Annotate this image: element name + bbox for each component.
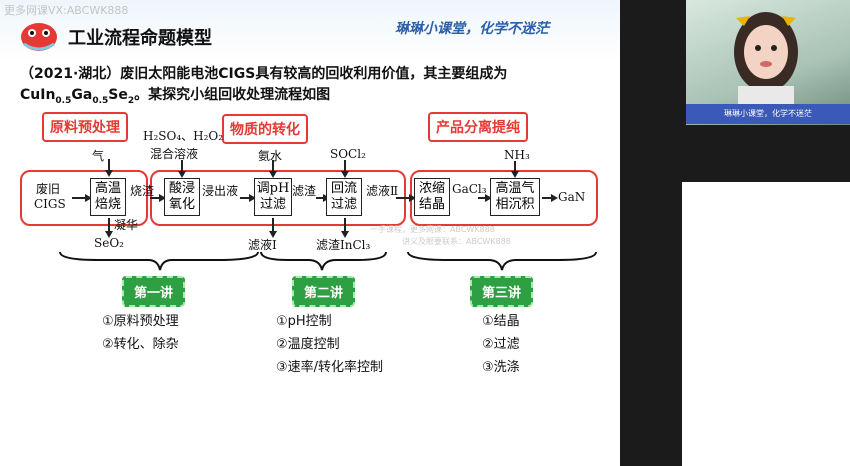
tag-raw-pretreatment: 原料预处理	[42, 112, 128, 142]
lecture-3-badge: 第三讲	[470, 276, 534, 307]
arrow	[240, 194, 256, 201]
label-gan: GaN	[558, 190, 586, 204]
lecture-3-list: ①结晶 ②过滤 ③洗涤	[482, 310, 520, 379]
list-item: ①原料预处理	[102, 314, 179, 329]
box-vapor-deposition: 高温气相沉积	[490, 178, 540, 216]
list-item: ①pH控制	[276, 314, 332, 329]
list-item: ②温度控制	[276, 337, 340, 352]
reagent-socl2: SOCl₂	[330, 147, 366, 161]
down-arrow	[105, 159, 112, 177]
tag-separation: 产品分离提纯	[428, 112, 528, 142]
label-gacl3: GaCl₃	[452, 182, 487, 196]
problem-line-2: CuIn0.5Ga0.5Se2。某探究小组回收处理流程如图	[20, 87, 331, 106]
start-label-2: CIGS	[34, 197, 66, 211]
arrow	[396, 194, 416, 201]
webcam-banner: 琳琳小课堂，化学不迷茫	[686, 104, 850, 124]
list-item: ③速率/转化率控制	[276, 360, 384, 375]
down-arrow	[341, 218, 348, 238]
problem-line-1: （2021·湖北）废旧太阳能电池CIGS具有较高的回收利用价值，其主要组成为	[20, 66, 508, 82]
arrow	[478, 194, 492, 201]
problem-statement: （2021·湖北）废旧太阳能电池CIGS具有较高的回收利用价值，其主要组成为 C…	[20, 64, 610, 112]
reagent-ammonia: 氨水	[258, 149, 283, 163]
reagent-nh3: NH₃	[504, 148, 530, 162]
group-pretreatment	[20, 170, 148, 226]
arrow	[72, 194, 92, 201]
blank-panel	[682, 182, 850, 466]
list-item: ①结晶	[482, 314, 520, 329]
label-filter-residue: 滤渣	[292, 184, 317, 198]
lecture-2-list: ①pH控制 ②温度控制 ③速率/转化率控制	[276, 310, 383, 379]
box-roast: 高温焙烧	[90, 178, 126, 216]
arrow	[542, 194, 558, 201]
label-sublimation: 凝华	[114, 218, 139, 232]
label-filtrate-1: 滤液Ⅰ	[248, 238, 277, 252]
reagent-mixed: 混合溶液	[150, 147, 199, 161]
label-residue-incl3: 滤渣InCl₃	[316, 238, 371, 252]
reagent-gas: 气	[92, 149, 105, 163]
list-item: ③洗涤	[482, 360, 520, 375]
tag-conversion: 物质的转化	[222, 114, 308, 144]
faint-watermark: 讲义及眼要联系：ABCWK888	[402, 237, 511, 246]
lecture-slide: 工业流程命题模型 琳琳小课堂，化学不迷茫 （2021·湖北）废旧太阳能电池CIG…	[0, 0, 620, 466]
brand-slogan: 琳琳小课堂，化学不迷茫	[395, 21, 549, 37]
down-arrow	[269, 218, 276, 238]
watermark-text: 更多网课VX:ABCWK888	[4, 4, 129, 17]
label-roast-residue: 烧渣	[130, 184, 155, 198]
down-arrow	[269, 160, 276, 178]
box-reflux: 回流过滤	[326, 178, 362, 216]
label-seo2: SeO₂	[94, 236, 124, 250]
lecture-1-list: ①原料预处理 ②转化、除杂	[102, 310, 179, 356]
down-arrow	[178, 160, 185, 178]
slide-header	[0, 0, 620, 62]
box-concentrate: 浓缩结晶	[414, 178, 450, 216]
lecture-2-badge: 第二讲	[292, 276, 356, 307]
arrow	[316, 194, 330, 201]
arrow	[150, 194, 166, 201]
down-arrow	[511, 161, 518, 178]
label-leachate: 浸出液	[202, 184, 239, 198]
reagent-acids: H₂SO₄、H₂O₂	[143, 129, 224, 143]
faint-watermark: 一手课程，更多网课：ABCWK888	[370, 225, 495, 234]
down-arrow	[105, 218, 112, 238]
list-item: ②转化、除杂	[102, 337, 179, 352]
down-arrow	[341, 160, 348, 178]
slide-title: 工业流程命题模型	[68, 28, 212, 49]
teacher-avatar-icon	[734, 12, 798, 104]
start-label-1: 废旧	[36, 182, 61, 196]
box-leach: 酸浸氧化	[164, 178, 200, 216]
list-item: ②过滤	[482, 337, 520, 352]
lecture-1-badge: 第一讲	[122, 276, 186, 307]
red-bird-logo-icon	[21, 23, 57, 51]
lecture-braces	[59, 251, 597, 271]
label-filtrate-2: 滤液Ⅱ	[366, 184, 399, 198]
